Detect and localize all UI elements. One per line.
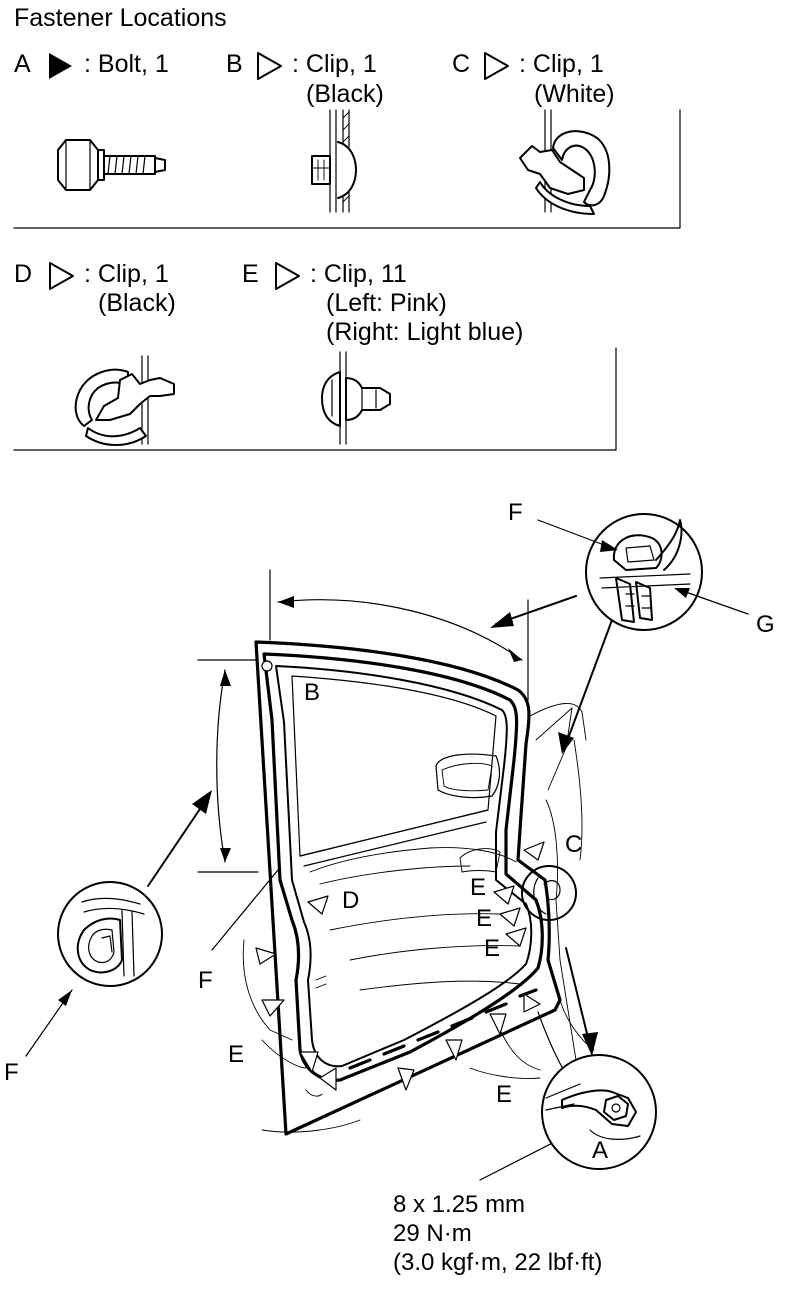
callout-b: B [304, 679, 320, 706]
clip-e-illustration [321, 351, 391, 445]
callout-f-2: F [4, 1059, 19, 1086]
legend-desc-e: : Clip, 11 [310, 260, 407, 288]
legend-key-d: D [14, 260, 32, 288]
legend-desc-d: : Clip, 1 [84, 260, 169, 288]
torque-alt: (3.0 kgf·m, 22 lbf·ft) [393, 1249, 602, 1276]
legend-row-2: D : Clip, 1 (Black) E : Clip, 11 (Left: … [13, 260, 617, 451]
door-clip-markers [255, 660, 545, 1091]
bolt-illustration [57, 139, 166, 191]
callout-d: D [342, 887, 359, 914]
callout-c: C [565, 831, 582, 858]
outline-triangle-icon [257, 52, 282, 80]
torque-size: 8 x 1.25 mm [393, 1191, 525, 1218]
detail-f-left [57, 881, 163, 987]
legend-desc-b: : Clip, 1 [292, 50, 377, 78]
callout-e-2: E [476, 905, 492, 932]
diagram-title: Fastener Locations [14, 4, 227, 32]
legend-note-c: (White) [534, 80, 615, 108]
legend-key-e: E [242, 260, 259, 288]
legend-frame-2 [13, 347, 617, 451]
clip-b-illustration [311, 109, 357, 213]
torque-spec: 8 x 1.25 mm 29 N·m (3.0 kgf·m, 22 lbf·ft… [393, 1191, 602, 1276]
outline-triangle-icon [484, 52, 509, 80]
legend-key-b: B [226, 50, 243, 78]
outline-triangle-icon [275, 262, 300, 290]
callout-e-4: E [228, 1041, 244, 1068]
callout-f-1: F [198, 967, 213, 994]
callout-e-3: E [484, 935, 500, 962]
legend-note-b: (Black) [306, 80, 384, 108]
callout-labels: B C D E E E E E F F F G A [4, 499, 775, 1164]
detail-fg [537, 513, 749, 631]
callout-g: G [756, 611, 775, 638]
callout-e-1: E [470, 874, 486, 901]
legend-key-c: C [452, 50, 470, 78]
legend-desc-c: : Clip, 1 [519, 50, 604, 78]
clip-d-illustration [74, 355, 175, 446]
torque-nm: 29 N·m [393, 1220, 472, 1247]
callout-a: A [592, 1137, 608, 1164]
legend-key-a: A [14, 50, 31, 78]
legend-desc-a: : Bolt, 1 [84, 50, 169, 78]
clip-c-illustration [519, 109, 611, 215]
legend-row-1: A : Bolt, 1 B : Clip, 1 (Black) C : Clip… [13, 50, 681, 229]
legend-note-e-right: (Right: Light blue) [326, 318, 523, 346]
detail-a [541, 1054, 657, 1170]
callout-f-3: F [508, 499, 523, 526]
legend-frame-1 [13, 109, 681, 229]
outline-triangle-icon [49, 262, 74, 290]
callout-e-5: E [496, 1081, 512, 1108]
filled-triangle-icon [49, 53, 72, 79]
door-diagram [25, 513, 749, 1181]
legend-note-e-left: (Left: Pink) [326, 289, 447, 317]
legend-note-d: (Black) [98, 289, 176, 317]
